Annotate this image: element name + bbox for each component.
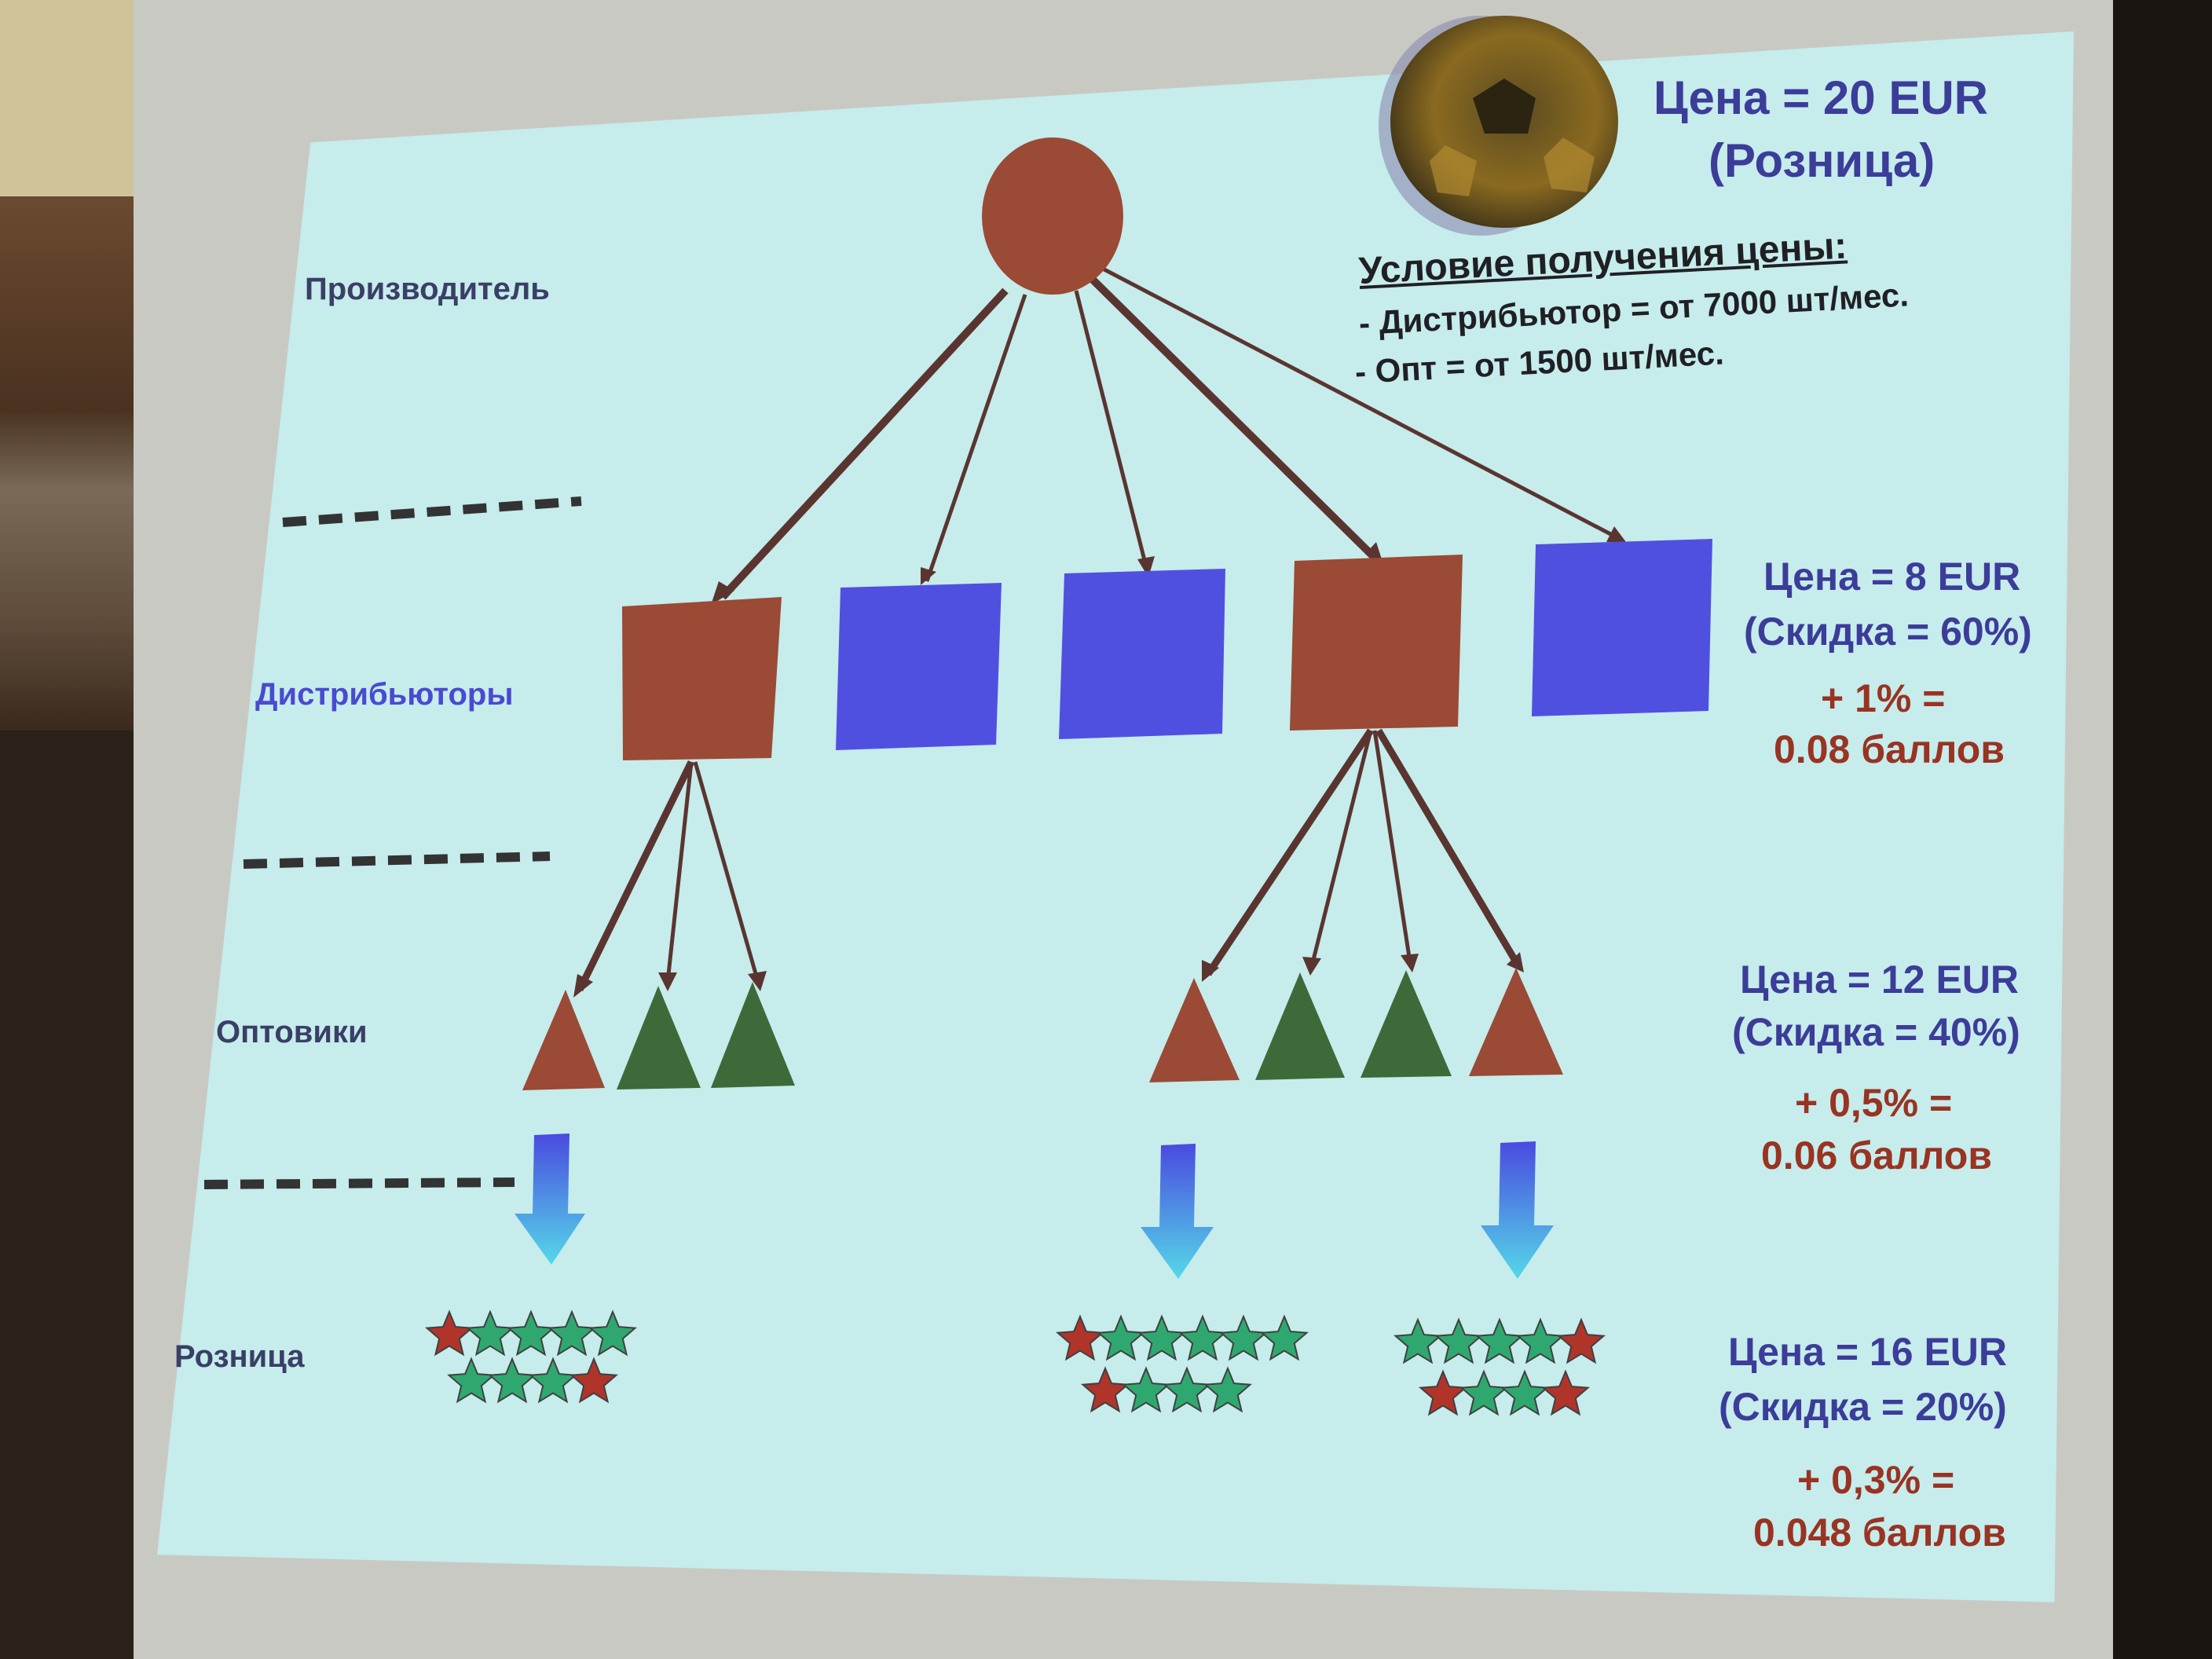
wholesaler-node-5 [1255,972,1345,1080]
retail-star [466,1309,515,1357]
wholesaler-node-3 [711,982,795,1088]
retail-level-price: Цена = 16 EUR [1728,1330,2008,1374]
retail-level-discount: (Скидка = 20%) [1719,1385,2007,1429]
retail-star [1459,1369,1508,1416]
level-separators [203,496,582,1189]
retail-star [1081,1366,1130,1413]
distributor-discount: (Скидка = 60%) [1744,610,2032,654]
retail-star [1122,1366,1170,1413]
wholesaler-nodes [522,968,1563,1090]
retail-star [1219,1314,1268,1361]
arrow-to-distributor-5 [1098,265,1620,540]
retail-star [1056,1314,1104,1361]
retail-star [529,1357,577,1404]
wholesaler-node-4 [1149,978,1240,1082]
wholesaler-node-6 [1361,970,1452,1078]
retail-star [548,1309,596,1357]
distributor-node-2 [836,583,1002,750]
retail-star [1163,1366,1211,1413]
arrow-to-distributor-2 [925,294,1027,582]
level-label-producer: Производитель [305,272,550,306]
wholesale-discount: (Скидка = 40%) [1732,1010,2020,1054]
retail-price-sublabel: (Розница) [1708,134,1936,187]
separator-1 [282,496,582,527]
retail-star [1137,1314,1186,1361]
retail-price-label: Цена = 20 EUR [1654,71,1989,124]
level-label-distributors: Дистрибьюторы [255,677,514,712]
producer-node [982,137,1123,295]
down-arrow-3 [1481,1141,1554,1279]
level-label-retail: Розница [174,1339,305,1374]
retail-star [1097,1314,1145,1361]
retail-star [1500,1369,1549,1416]
retail-star [1475,1317,1524,1364]
retail-star [1393,1317,1442,1364]
distributor-bonus-points: 0.08 баллов [1774,727,2005,771]
retail-level-bonus-points: 0.048 баллов [1753,1511,2006,1555]
distributor-arrows [576,728,1521,991]
retail-star [488,1357,537,1404]
retail-stars [425,1309,1606,1416]
producer-arrowheads [711,526,1626,605]
down-arrow-2 [1141,1144,1214,1279]
distributor-nodes [622,539,1712,760]
wholesaler-node-7 [1469,968,1563,1076]
retail-level-bonus-percent: + 0,3% = [1797,1458,1955,1502]
distributor-price: Цена = 8 EUR [1763,555,2021,599]
retail-star [1516,1317,1565,1364]
wholesale-price: Цена = 12 EUR [1740,958,2020,1002]
down-arrow-1 [515,1133,585,1265]
distributor-node-5 [1532,539,1712,716]
retail-star [1434,1317,1483,1364]
retail-star [1541,1369,1590,1416]
level-label-wholesalers: Оптовики [216,1015,368,1049]
retail-star [569,1357,618,1404]
arrow-to-distributor-4 [1085,272,1378,561]
arrow-to-distributor-3 [1074,290,1149,570]
separator-2 [243,851,551,869]
retail-star [1260,1314,1309,1361]
wholesale-bonus-points: 0.06 баллов [1761,1133,1993,1177]
distributor-arrowheads [573,952,1524,998]
retail-star [588,1309,637,1357]
retail-star [1203,1366,1252,1413]
retail-star [1557,1317,1606,1364]
wholesaler-node-2 [617,986,701,1090]
distributor-bonus-percent: + 1% = [1821,676,1946,720]
retail-star [447,1357,496,1404]
distributor-node-4 [1290,555,1463,731]
retail-star [1419,1369,1467,1416]
retail-star [425,1309,474,1357]
producer-arrows [720,265,1620,600]
distributor-node-3 [1059,569,1225,739]
retail-star [1178,1314,1227,1361]
wholesale-bonus-percent: + 0,5% = [1795,1081,1953,1125]
wholesaler-node-1 [522,990,605,1090]
retail-star [507,1309,555,1357]
distributor-node-1 [622,597,782,760]
arrow-to-distributor-1 [720,287,1009,600]
football-icon [1379,16,1618,236]
separator-3 [203,1177,515,1189]
retail-down-arrows [515,1133,1554,1279]
